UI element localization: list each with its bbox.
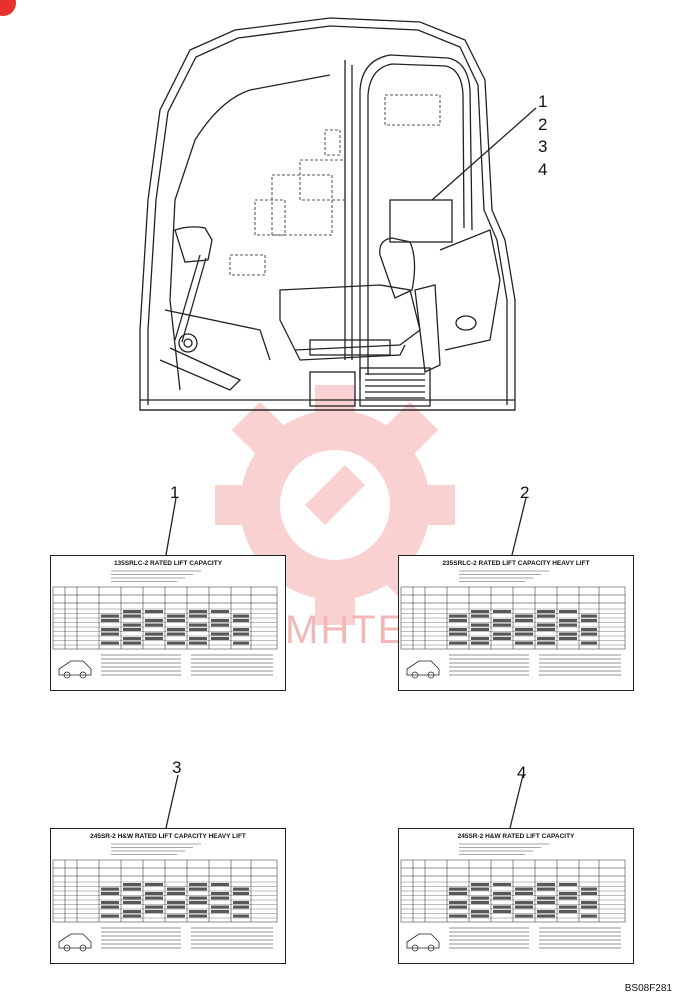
operator-seat: [279, 237, 421, 361]
decal-table: [400, 843, 626, 952]
decal-title: 235SRLC-2 RATED LIFT CAPACITY HEAVY LIFT: [442, 560, 590, 567]
lift-capacity-decal-1: 135SRLC-2 RATED LIFT CAPACITY: [50, 555, 286, 691]
decal-2-leader: [511, 497, 527, 556]
decal-3-number: 3: [172, 758, 182, 777]
cab-outline: [139, 17, 516, 411]
decal-4-number: 4: [517, 763, 527, 782]
callout-leader: [431, 107, 537, 201]
decal-1-leader: [165, 497, 177, 556]
callout-1: 1: [538, 92, 548, 111]
callout-2: 2: [538, 115, 548, 134]
watermark-gear-icon: [215, 385, 455, 625]
decal-table: [52, 843, 278, 952]
decal-1-number: 1: [170, 483, 180, 502]
window-frame: [169, 54, 473, 391]
cab-decals: [229, 94, 441, 276]
lift-capacity-decal-4: 245SR-2 H&W RATED LIFT CAPACITY: [398, 828, 634, 964]
right-console: [414, 229, 501, 373]
figure-code: BS08F281: [624, 983, 672, 994]
lift-capacity-decal-2: 235SRLC-2 RATED LIFT CAPACITY HEAVY LIFT: [398, 555, 634, 691]
decal-table: [400, 570, 626, 679]
decal-2-number: 2: [520, 483, 530, 502]
decal-3-leader: [165, 774, 179, 829]
decal-title: 135SRLC-2 RATED LIFT CAPACITY: [113, 560, 223, 567]
lift-capacity-decal-3: 245SR-2 H&W RATED LIFT CAPACITY HEAVY LI…: [50, 828, 286, 964]
watermark-text: MHTE: [285, 608, 407, 652]
decal-title: 245SR-2 H&W RATED LIFT CAPACITY HEAVY LI…: [90, 833, 246, 840]
floor-grille: [309, 367, 431, 407]
decal-4-leader: [509, 774, 524, 829]
decal-location: [389, 199, 453, 243]
decal-table: [52, 570, 278, 679]
left-console: [159, 226, 271, 391]
callout-3: 3: [538, 137, 548, 156]
decal-title: 245SR-2 H&W RATED LIFT CAPACITY: [457, 833, 575, 840]
callout-4: 4: [538, 160, 548, 179]
corner-mark: [0, 0, 16, 16]
